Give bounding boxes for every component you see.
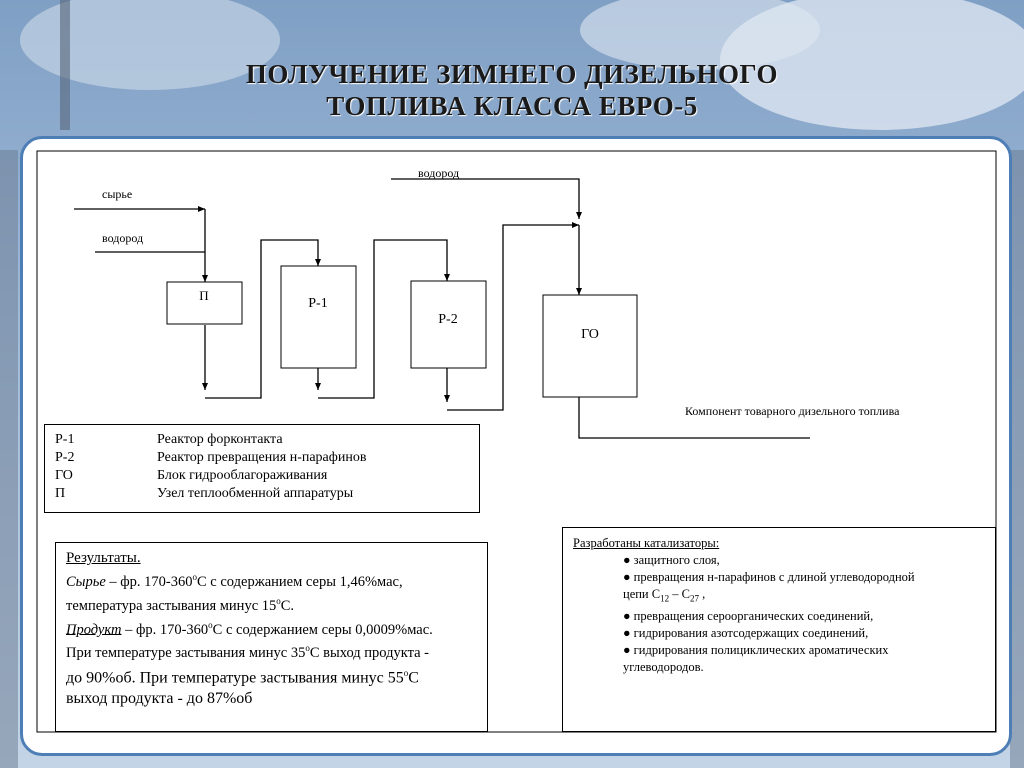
legend-desc: Блок гидрооблагораживания xyxy=(157,468,328,483)
results-feed-line-2: температура застывания минус 15оС. xyxy=(66,592,477,616)
results-feed-label: Сырье xyxy=(66,573,106,590)
product-label: Компонент товарного дизельного топлива xyxy=(685,404,900,418)
block-r1-label: Р-1 xyxy=(308,296,327,311)
r1-to-r2-line xyxy=(318,239,450,399)
legend-code: ГО xyxy=(55,468,73,483)
legend-row: Р-1 Реактор форконтакта xyxy=(55,431,479,449)
results-heading: Результаты. xyxy=(66,550,141,566)
results-feed-line-2-end: С. xyxy=(280,597,295,614)
chain-sub-1: 12 xyxy=(660,593,670,604)
block-go-label: ГО xyxy=(581,327,599,342)
catalyst-item-cont: цепи С12 – С27 , xyxy=(573,586,985,608)
results-line-5: до 90%об. При температуре застывания мин… xyxy=(66,663,477,688)
degree-mark: о xyxy=(208,619,213,630)
hydrogen-top-label: водород xyxy=(418,166,459,180)
legend-code: П xyxy=(55,486,66,501)
catalysts-box: Разработаны катализаторы: ● защитного сл… xyxy=(562,527,996,732)
block-p-label: П xyxy=(199,288,208,303)
chain-mid: – С xyxy=(669,587,690,601)
results-product-label: Продукт xyxy=(66,621,122,638)
degree-mark: о xyxy=(276,595,281,606)
hydrogen-left-label: водород xyxy=(102,231,143,245)
results-line-4-end: С выход продукта - xyxy=(309,645,430,662)
degree-mark: о xyxy=(192,572,198,582)
legend-desc: Реактор форконтакта xyxy=(157,432,283,447)
p-out-line xyxy=(205,239,321,399)
catalysts-heading: Разработаны катализаторы: xyxy=(573,536,720,550)
chain-pre: цепи С xyxy=(623,587,661,601)
results-line-4: При температуре застывания минус 35оС вы… xyxy=(66,639,477,663)
legend-desc: Реактор превращения н-парафинов xyxy=(157,450,367,465)
block-p xyxy=(166,281,243,325)
title-line-1: ПОЛУЧЕНИЕ ЗИМНЕГО ДИЗЕЛЬНОГО xyxy=(245,59,779,89)
legend-row: Р-2 Реактор превращения н-парафинов xyxy=(55,449,479,467)
results-line-6: выход продукта - до 87%об xyxy=(66,689,253,707)
page-title: ПОЛУЧЕНИЕ ЗИМНЕГО ДИЗЕЛЬНОГО ТОПЛИВА КЛА… xyxy=(0,58,1024,122)
go-out-line xyxy=(578,397,810,439)
legend-code: Р-2 xyxy=(55,450,75,465)
legend-desc: Узел теплообменной аппаратуры xyxy=(157,486,354,501)
title-line-2: ТОПЛИВА КЛАССА ЕВРО-5 xyxy=(326,91,698,121)
results-line-4-text: При температуре застывания минус 35 xyxy=(66,645,306,662)
results-feed-text-2: С с содержанием серы 1,46%мас, xyxy=(197,573,403,590)
catalyst-item: ● защитного слоя, xyxy=(623,553,720,567)
chain-end: , xyxy=(698,587,706,601)
block-r1 xyxy=(280,265,357,369)
hydrogen-arrow-top xyxy=(391,178,582,219)
legend-row: ГО Блок гидрооблагораживания xyxy=(55,467,479,485)
block-r2 xyxy=(410,280,487,369)
results-box: Результаты. Сырье – фр. 170-360оС с соде… xyxy=(55,542,488,732)
catalyst-item: ● гидрирования полициклических ароматиче… xyxy=(623,642,889,657)
results-feed-line: Сырье – фр. 170-360оС с содержанием серы… xyxy=(66,568,477,592)
degree-mark: о xyxy=(403,668,409,679)
legend-code: Р-1 xyxy=(55,432,75,447)
catalyst-item: ● превращения н-парафинов с длиной углев… xyxy=(623,570,915,584)
feed-label: сырье xyxy=(102,187,132,201)
results-feed-line-2-text: температура застывания минус 15 xyxy=(66,597,277,614)
chain-sub-2: 27 xyxy=(689,593,699,604)
results-product-text-2: С с содержанием серы 0,0009%мас. xyxy=(212,621,433,638)
legend-row: П Узел теплообменной аппаратуры xyxy=(55,485,479,503)
catalyst-item: ● гидрирования азотсодержащих соединений… xyxy=(623,625,869,640)
results-product-line: Продукт – фр. 170-360оС с содержанием се… xyxy=(66,616,477,640)
legend-box: Р-1 Реактор форконтакта Р-2 Реактор прев… xyxy=(44,424,480,513)
results-feed-text: – фр. 170-360 xyxy=(105,573,193,590)
catalyst-item-cont: углеводородов. xyxy=(623,659,704,674)
diagram-border xyxy=(36,150,997,733)
degree-mark: о xyxy=(305,643,310,654)
results-product-text: – фр. 170-360 xyxy=(121,621,209,638)
catalyst-item: ● превращения сероорганических соединени… xyxy=(623,608,874,623)
r2-to-go-line xyxy=(447,222,579,411)
block-r2-label: Р-2 xyxy=(438,312,457,327)
results-line-5-text: до 90%об. При температуре застывания мин… xyxy=(66,669,404,687)
block-go xyxy=(542,294,638,398)
results-line-5-end: С xyxy=(408,669,419,687)
